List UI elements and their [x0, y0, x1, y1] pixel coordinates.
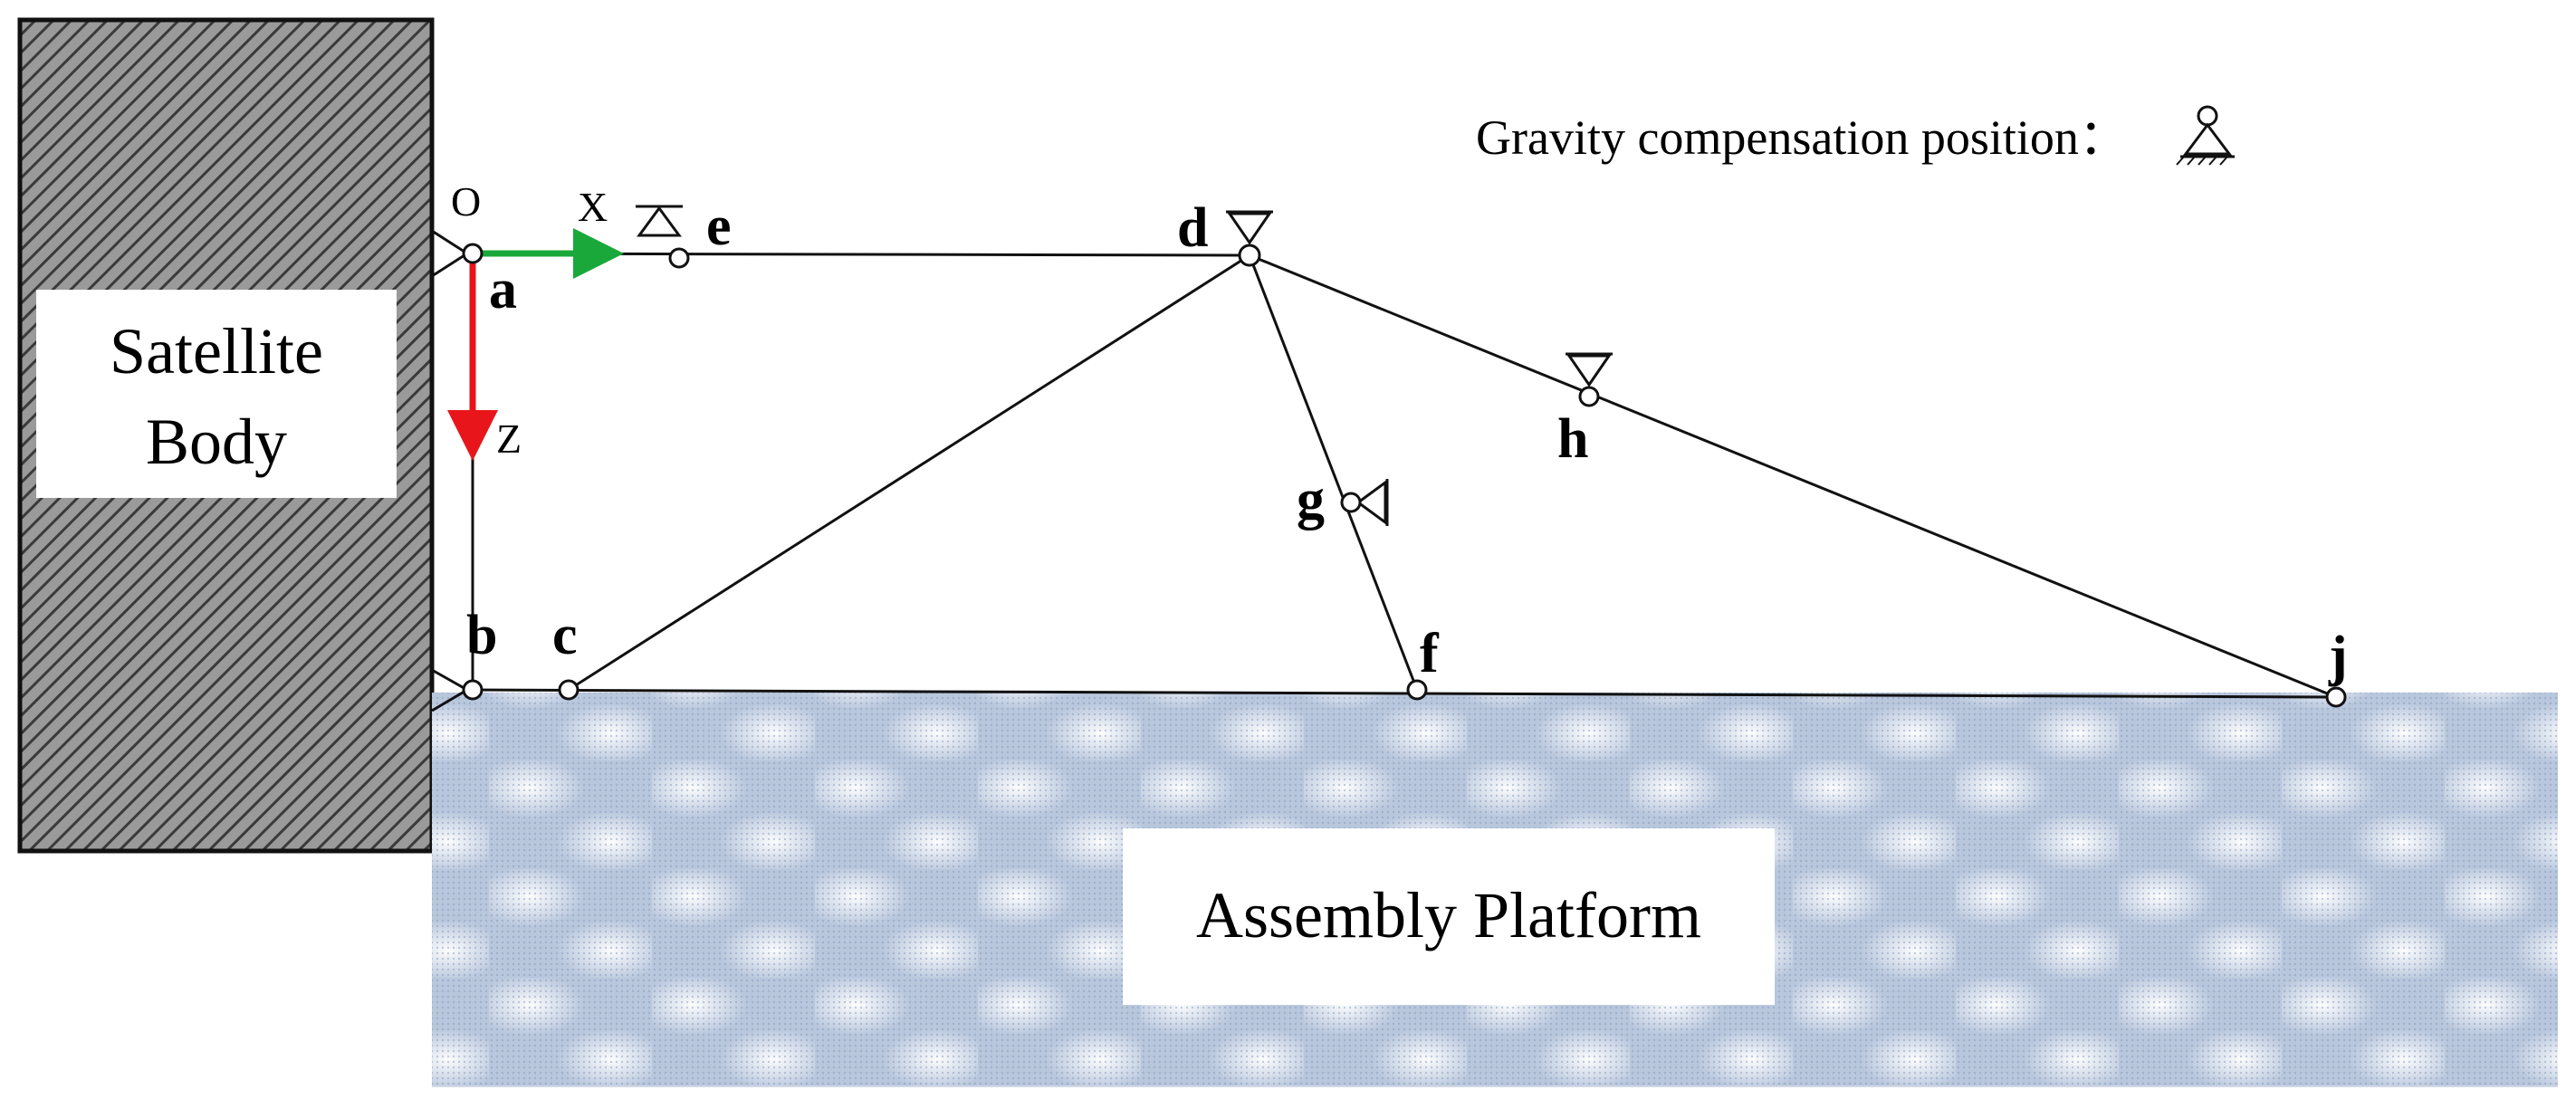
joint-j [2325, 686, 2347, 708]
gravity-support-e [636, 205, 683, 237]
joint-g [1340, 492, 1362, 513]
label-j: j [2328, 626, 2348, 687]
label-d: d [1177, 197, 1208, 259]
label-a: a [489, 259, 517, 320]
gravity-support-g [1355, 479, 1389, 526]
link-a-d [466, 252, 1250, 257]
satellite-body: Satellite Body [17, 17, 435, 854]
x-axis-label: X [578, 184, 608, 230]
link-b-j [466, 688, 2337, 699]
link-c-d [568, 253, 1250, 692]
wall-hinge-a [431, 229, 470, 278]
joint-h [1578, 386, 1600, 407]
legend: Gravity compensation position： [1476, 105, 2235, 166]
joint-d [1238, 244, 1261, 267]
coordinate-axes: O X Z [447, 178, 624, 462]
satellite-body-label-line1: Satellite [110, 315, 323, 387]
label-f: f [1420, 623, 1440, 684]
link-d-f [1248, 254, 1419, 691]
satellite-body-label-line2: Body [146, 406, 287, 478]
origin-label: O [451, 178, 481, 225]
label-e: e [706, 196, 732, 257]
joints [462, 243, 2347, 708]
legend-text: Gravity compensation position： [1476, 110, 2128, 165]
label-b: b [466, 605, 497, 666]
z-axis-label: Z [496, 416, 522, 462]
joint-c [558, 679, 579, 701]
label-h: h [1557, 408, 1588, 470]
joint-e [668, 247, 690, 269]
joint-a [462, 243, 484, 264]
link-d-j [1249, 253, 2337, 699]
gravity-support-d [1226, 210, 1273, 245]
joint-f [1406, 679, 1428, 701]
linkage [466, 252, 2337, 699]
gravity-support-h [1566, 352, 1613, 387]
label-c: c [552, 605, 578, 666]
label-g: g [1297, 469, 1325, 531]
point-labels: a b c d e f g h j [466, 196, 2348, 687]
assembly-platform: Assembly Platform [432, 693, 2558, 1087]
gravity-support-legend-icon [2176, 105, 2235, 166]
assembly-platform-label: Assembly Platform [1196, 879, 1701, 951]
joint-b [462, 679, 484, 701]
